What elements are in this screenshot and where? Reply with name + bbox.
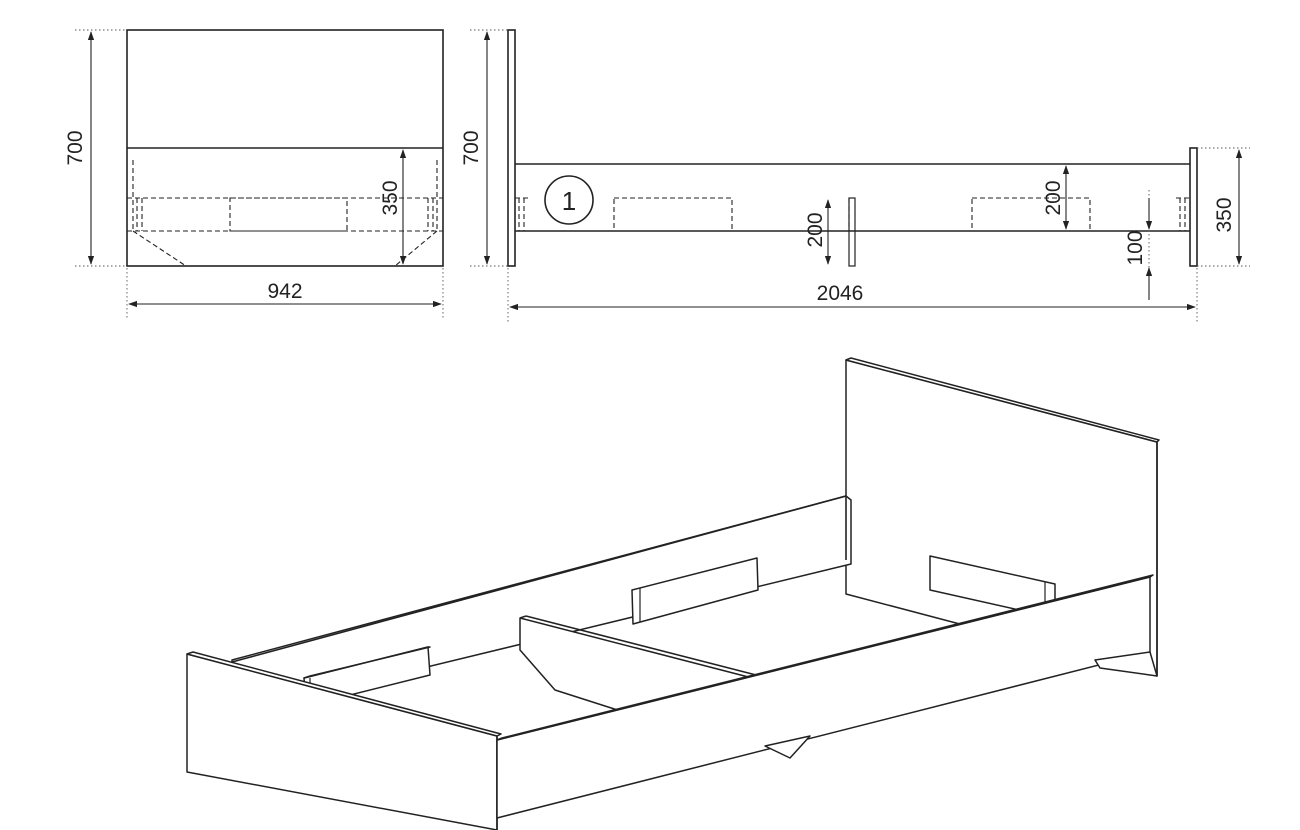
support-height-dimension: 200 [804,199,832,265]
side-height-dimension: 700 [460,29,508,267]
side-length-dimension: 2046 [507,268,1198,322]
rail-height-dimension: 200 [1042,165,1070,230]
far-rail-block-2 [631,557,759,625]
center-leg [848,197,856,267]
support-height-label: 200 [804,212,827,247]
side-view: 1 700 200 200 100 [460,29,1250,322]
side-length-label: 2046 [817,282,864,305]
front-height-label: 700 [64,130,87,165]
isometric-view [186,357,1160,830]
front-height-dimension: 700 [64,29,127,267]
front-view: 700 350 942 [64,29,444,320]
rail-height-label: 200 [1042,180,1065,215]
headboard-side [507,29,516,267]
front-hidden-lines [127,160,443,267]
center-leg-iso [764,735,811,759]
front-inner-height-dimension: 350 [379,149,407,265]
footboard-height-label: 350 [1213,197,1236,232]
front-width-label: 942 [267,280,302,303]
front-width-dimension: 942 [126,268,444,320]
leg-height-dimension: 100 [1124,190,1153,302]
part-number: 1 [562,186,576,216]
side-hidden-lines [515,197,1190,232]
footboard-side [1189,147,1198,267]
leg-height-label: 100 [1124,230,1147,265]
side-height-label: 700 [460,130,483,165]
footboard-height-dimension: 350 [1197,147,1250,267]
front-inner-height-label: 350 [379,180,402,215]
part-number-callout: 1 [544,175,594,225]
